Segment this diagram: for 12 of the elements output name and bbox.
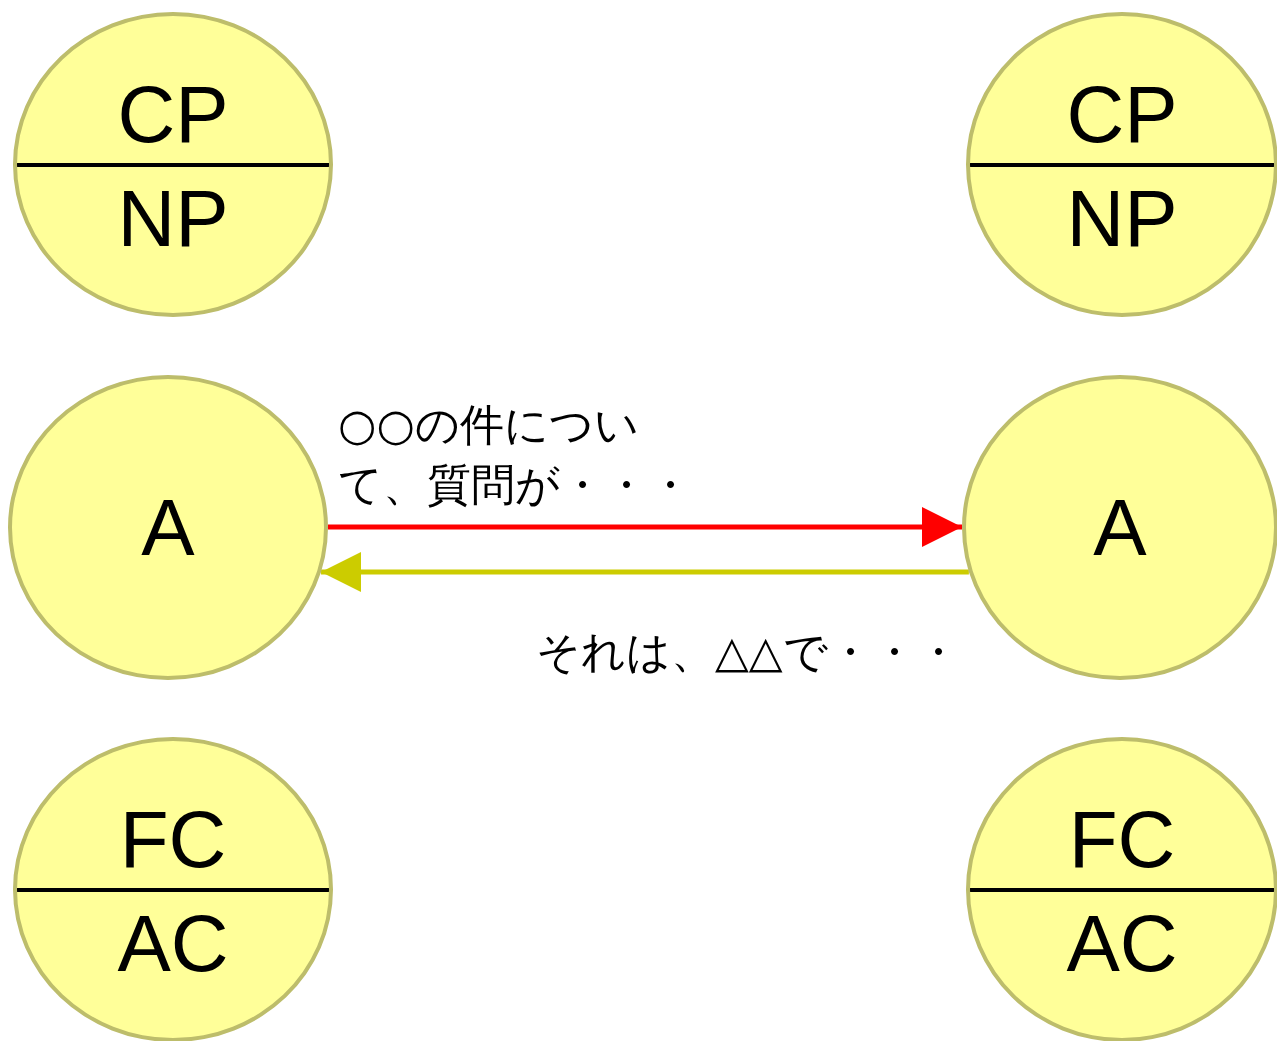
node-label: AC [116,903,230,984]
node-label: AC [1065,903,1179,984]
node-label: A [140,487,196,568]
node-label: CP [1065,74,1179,155]
node-label: NP [1065,178,1179,259]
node-label: FC [1067,799,1177,880]
arrow [321,552,969,592]
node-label: CP [116,74,230,155]
node-label: A [1092,487,1148,568]
arrow [328,507,962,547]
node-label: NP [116,178,230,259]
node-label: FC [118,799,228,880]
